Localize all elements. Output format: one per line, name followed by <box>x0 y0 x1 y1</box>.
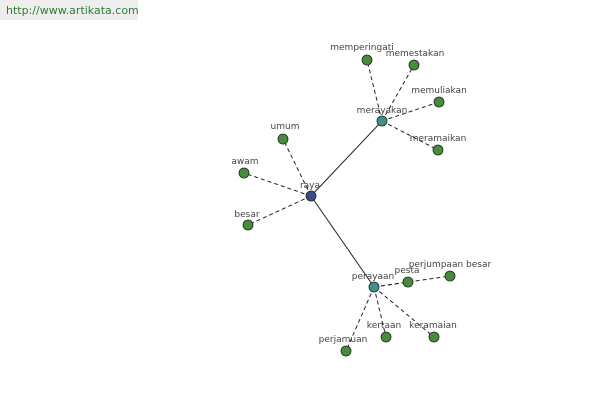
edges-layer <box>243 59 451 352</box>
node-label-keramaian: keramaian <box>409 321 457 331</box>
node-perjamuan[interactable] <box>340 345 352 357</box>
node-besar[interactable] <box>242 219 254 231</box>
node-label-kertaan: kertaan <box>367 321 401 331</box>
node-kertaan[interactable] <box>380 331 392 343</box>
edge-merayakan-meramaikan <box>381 120 439 151</box>
node-label-memuliakan: memuliakan <box>411 86 467 96</box>
edge-raya-awam <box>243 172 312 197</box>
edge-merayakan-memestakan <box>381 64 415 122</box>
edge-merayakan-memuliakan <box>381 101 440 122</box>
node-label-pesta: pesta <box>395 266 420 276</box>
node-label-umum: umum <box>271 122 300 132</box>
edge-perayaan-keramaian <box>373 286 435 338</box>
node-umum[interactable] <box>277 133 289 145</box>
node-meramaikan[interactable] <box>432 144 444 156</box>
labels-layer: raya merayakan perayaan umum awam besar memper… <box>231 43 491 345</box>
edge-raya-besar <box>247 195 312 226</box>
nodes-layer <box>238 54 456 357</box>
node-raya[interactable] <box>305 190 317 202</box>
node-label-merayakan: merayakan <box>357 106 408 116</box>
edge-perayaan-perjamuan <box>345 286 375 352</box>
node-label-awam: awam <box>231 157 258 167</box>
node-label-memperingati: memperingati <box>330 43 393 53</box>
node-label-raya: raya <box>300 181 320 191</box>
edge-perayaan-kertaan <box>373 286 387 338</box>
source-banner: http://www.artikata.com <box>0 0 139 20</box>
edge-raya-umum <box>282 138 312 197</box>
node-perjumpaan-besar[interactable] <box>444 270 456 282</box>
node-label-perayaan: perayaan <box>352 272 395 282</box>
edge-raya-perayaan <box>310 195 375 288</box>
node-label-perjumpaan-besar: perjumpaan besar <box>409 260 492 270</box>
node-perayaan[interactable] <box>368 281 380 293</box>
node-label-besar: besar <box>234 210 259 220</box>
edge-raya-merayakan <box>310 120 383 197</box>
source-url-link[interactable]: http://www.artikata.com <box>6 3 139 17</box>
node-merayakan[interactable] <box>376 115 388 127</box>
node-keramaian[interactable] <box>428 331 440 343</box>
node-label-perjamuan: perjamuan <box>319 335 368 345</box>
node-label-meramaikan: meramaikan <box>410 134 467 144</box>
node-label-memestakan: memestakan <box>386 49 445 59</box>
node-memperingati[interactable] <box>361 54 373 66</box>
node-memuliakan[interactable] <box>433 96 445 108</box>
node-pesta[interactable] <box>402 276 414 288</box>
node-awam[interactable] <box>238 167 250 179</box>
node-memestakan[interactable] <box>408 59 420 71</box>
edge-merayakan-memperingati <box>366 59 383 122</box>
